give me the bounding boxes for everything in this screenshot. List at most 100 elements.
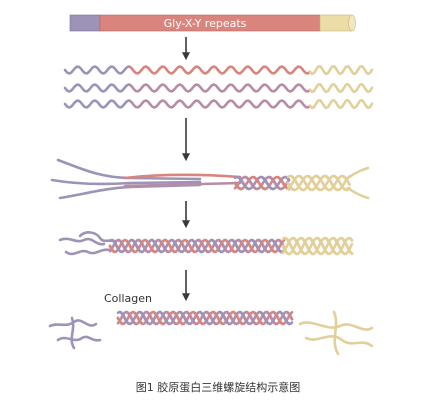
helix-strand-front <box>193 311 204 326</box>
helix-strand-front <box>210 238 223 254</box>
helix-strand-front <box>251 238 263 254</box>
mature-collagen-with-cleaved-ends <box>48 310 374 356</box>
helix-strand-front <box>185 310 198 326</box>
helix-strand-front <box>270 238 283 254</box>
helix-strand-front <box>307 175 321 192</box>
helix-strand-front <box>150 238 163 254</box>
chain-repeat-region <box>128 83 312 93</box>
helix-strand-back <box>286 174 351 192</box>
helix-strand-front <box>125 239 136 254</box>
helix-strand-front <box>237 238 250 254</box>
chain-c-terminal <box>308 82 374 94</box>
helix-strand-front <box>218 239 229 253</box>
helix-strand-front <box>260 175 274 191</box>
chain-repeat-region <box>128 99 312 109</box>
helix-strand-front <box>131 238 143 254</box>
cleaved-c-propeptide <box>298 321 374 331</box>
helix-strand-front <box>158 310 171 326</box>
helix-strand-front <box>259 310 271 326</box>
chains-nucleating-helix <box>50 158 370 200</box>
helix-strand-front <box>164 238 176 254</box>
helix-strand-front <box>308 236 322 256</box>
chain-n-terminal <box>63 65 131 75</box>
chain-repeat-region <box>123 173 242 180</box>
helix-strand-front <box>278 310 291 326</box>
collagen-label: Collagen <box>104 292 152 305</box>
chain-c-terminal <box>308 98 374 110</box>
chain-n-terminal <box>56 158 202 181</box>
helix-strand-front <box>253 176 267 191</box>
helix-strand-front <box>253 311 264 326</box>
helix-strand-front <box>191 238 203 254</box>
helix-strand-front <box>166 311 177 325</box>
helix-strand-front <box>325 237 339 256</box>
helix-strand-front <box>284 175 291 182</box>
helix-strand-front <box>224 238 236 254</box>
three-separate-chains <box>63 64 374 110</box>
helix-strand-front <box>145 310 157 326</box>
helix-strand-front <box>257 238 269 254</box>
n-propeptide-coil <box>58 237 106 246</box>
helix-strand-front <box>272 310 285 326</box>
helix-strand-front <box>171 239 182 253</box>
helix-strand-front <box>231 239 242 253</box>
helix-strand-front <box>265 310 277 326</box>
figure-caption: 图1 胶原蛋白三维螺旋结构示意图 <box>135 381 301 394</box>
helix-strand-front <box>197 238 209 254</box>
chain-n-terminal <box>50 178 202 186</box>
chain-c-terminal-end <box>346 186 370 200</box>
helix-strand-front <box>332 236 346 256</box>
helix-strand-front <box>316 236 330 256</box>
helix-strand-front <box>125 310 138 326</box>
helix-strand-front <box>117 238 130 254</box>
chain-c-terminal <box>308 64 374 76</box>
cleaved-n-propeptide <box>70 316 76 350</box>
procollagen-triple-helix <box>58 231 354 256</box>
helix-strand-front <box>139 310 151 326</box>
helix-strand-front <box>205 310 217 326</box>
helix-strand-front <box>177 238 190 254</box>
helix-strand-front <box>172 310 184 326</box>
helix-strand-front <box>281 244 291 256</box>
n-propeptide-coil <box>64 248 112 256</box>
bar-c-terminal-segment <box>319 14 353 32</box>
helix-strand-front <box>158 239 169 253</box>
helix-strand-front <box>212 310 223 325</box>
helix-strand-front <box>244 175 258 191</box>
helix-strand-front <box>108 244 116 254</box>
bar-label: Gly-X-Y repeats <box>164 17 247 30</box>
helix-strand-front <box>245 239 256 254</box>
helix-strand-front <box>185 239 196 254</box>
helix-strand-front <box>245 310 258 326</box>
helix-strand-front <box>137 238 149 254</box>
cleaved-c-propeptide <box>304 335 374 348</box>
helix-strand-front <box>119 311 130 325</box>
bar-n-terminal-segment <box>69 14 101 32</box>
chain-n-terminal <box>63 99 131 109</box>
helix-strand-front <box>286 311 294 321</box>
helix-strand-front <box>301 237 315 256</box>
helix-strand-front <box>289 174 305 192</box>
helix-strand-front <box>232 310 244 326</box>
helix-strand-front <box>204 238 215 253</box>
helix-strand-front <box>111 239 122 253</box>
helix-strand-front <box>268 175 282 191</box>
helix-strand-front <box>199 310 211 326</box>
procollagen-bar: Gly-X-Y repeats <box>69 14 356 32</box>
helix-strand-front <box>233 181 243 191</box>
cleaved-n-propeptide <box>56 335 102 342</box>
chain-repeat-region <box>123 181 242 188</box>
helix-strand-front <box>144 238 157 254</box>
helix-strand-front <box>133 311 144 326</box>
helix-strand-front <box>226 311 237 325</box>
helix-strand-front <box>116 316 124 326</box>
helix-strand-front <box>264 238 277 254</box>
chain-c-terminal-end <box>346 166 370 180</box>
chain-repeat-region <box>128 65 312 75</box>
bar-end-cap <box>348 14 356 32</box>
helix-strand-front <box>298 174 312 191</box>
helix-strand-front <box>286 181 296 192</box>
helix-strand-front <box>284 236 298 256</box>
helix-strand-front <box>292 236 306 256</box>
